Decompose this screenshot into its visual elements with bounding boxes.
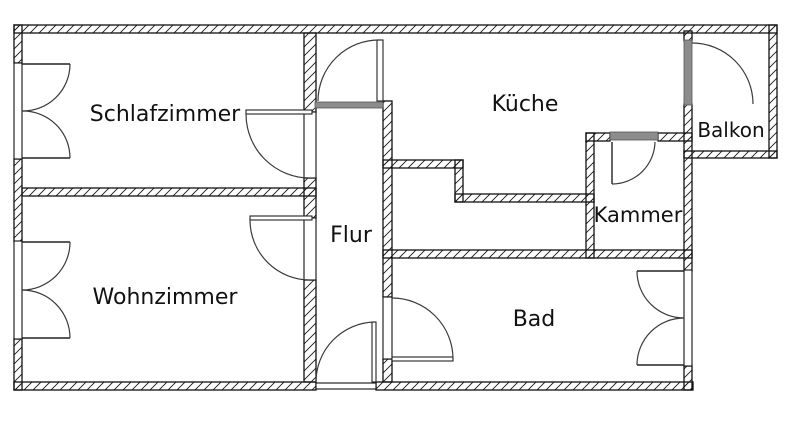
window-bad-swing-bottom	[636, 317, 685, 366]
door-balkon-leaf	[683, 39, 693, 106]
wall-bottom-left	[13, 381, 317, 391]
window-wohnzimmer-swing-top	[21, 241, 71, 291]
wall-balcony-right	[768, 24, 778, 159]
window-schlafzimmer	[13, 62, 71, 160]
door-entrance	[315, 321, 377, 390]
wall-left-upper	[13, 24, 23, 64]
door-entrance-leaf	[371, 321, 377, 383]
wall-flur-left-lower	[303, 279, 317, 383]
window-wohnzimmer	[13, 240, 71, 340]
door-kammer-swing	[611, 141, 656, 185]
door-kueche	[314, 39, 384, 109]
door-schlafzimmer-swing	[245, 113, 311, 179]
wall-left-middle	[13, 158, 23, 243]
door-wohnzimmer-leaf	[249, 215, 313, 221]
wall-flur-left-middle	[303, 177, 317, 219]
doors	[245, 39, 754, 390]
door-wohnzimmer-swing	[249, 219, 311, 281]
window-bad-frame	[683, 269, 693, 367]
door-balkon	[683, 39, 754, 106]
wall-kammer-top-left	[585, 132, 611, 142]
room-label-balkon: Balkon	[697, 118, 764, 142]
door-schlafzimmer-opening	[303, 111, 317, 179]
wall-kitchen-step-lower	[454, 193, 595, 203]
wall-bath-top	[382, 249, 693, 259]
wall-kammer-top-right	[657, 132, 693, 142]
room-label-kueche: Küche	[492, 92, 559, 117]
wall-bottom-right	[375, 381, 694, 391]
wall-top	[13, 24, 778, 34]
room-labels: Schlafzimmer Wohnzimmer Flur Küche Kamme…	[90, 92, 765, 332]
window-schlafzimmer-swing-top	[21, 63, 71, 112]
wall-kammer-left	[585, 132, 595, 259]
wall-flur-left-upper	[303, 32, 317, 113]
door-kueche-leaf	[376, 39, 384, 102]
door-kammer-threshold	[609, 131, 659, 141]
door-schlafzimmer	[245, 109, 317, 179]
room-label-kammer: Kammer	[594, 203, 683, 227]
room-label-flur: Flur	[330, 223, 373, 248]
door-bad-opening	[382, 296, 393, 360]
door-bad-swing	[391, 297, 454, 360]
room-label-wohnzimmer: Wohnzimmer	[93, 285, 239, 310]
wall-flur-right-upper	[382, 100, 393, 298]
windows	[13, 62, 693, 367]
window-wohnzimmer-frame	[13, 240, 23, 340]
door-wohnzimmer	[249, 215, 317, 281]
door-entrance-threshold	[315, 382, 377, 390]
door-kammer	[609, 131, 659, 185]
room-label-schlafzimmer: Schlafzimmer	[90, 102, 241, 127]
door-bad	[382, 296, 454, 362]
window-schlafzimmer-swing-bottom	[21, 110, 71, 159]
door-kueche-swing	[317, 39, 381, 102]
window-bad	[636, 269, 693, 367]
door-schlafzimmer-leaf	[245, 109, 313, 115]
door-balkon-swing	[691, 42, 754, 105]
room-label-bad: Bad	[513, 307, 556, 332]
door-entrance-swing	[315, 321, 375, 383]
wall-right-top-stub	[683, 30, 693, 42]
wall-flur-right-lower	[382, 358, 393, 383]
door-wohnzimmer-opening	[303, 217, 317, 281]
window-bad-swing-top	[636, 270, 685, 319]
door-kueche-threshold	[314, 101, 384, 109]
window-schlafzimmer-frame	[13, 62, 23, 160]
wall-kitchen-step-upper	[382, 159, 464, 169]
wall-right-lower	[683, 365, 693, 391]
wall-balcony-bottom	[683, 150, 778, 159]
wall-bedroom-living-divider	[21, 187, 317, 197]
door-bad-leaf	[391, 356, 454, 362]
window-wohnzimmer-swing-bottom	[21, 289, 71, 339]
wall-right-middle	[683, 103, 693, 272]
